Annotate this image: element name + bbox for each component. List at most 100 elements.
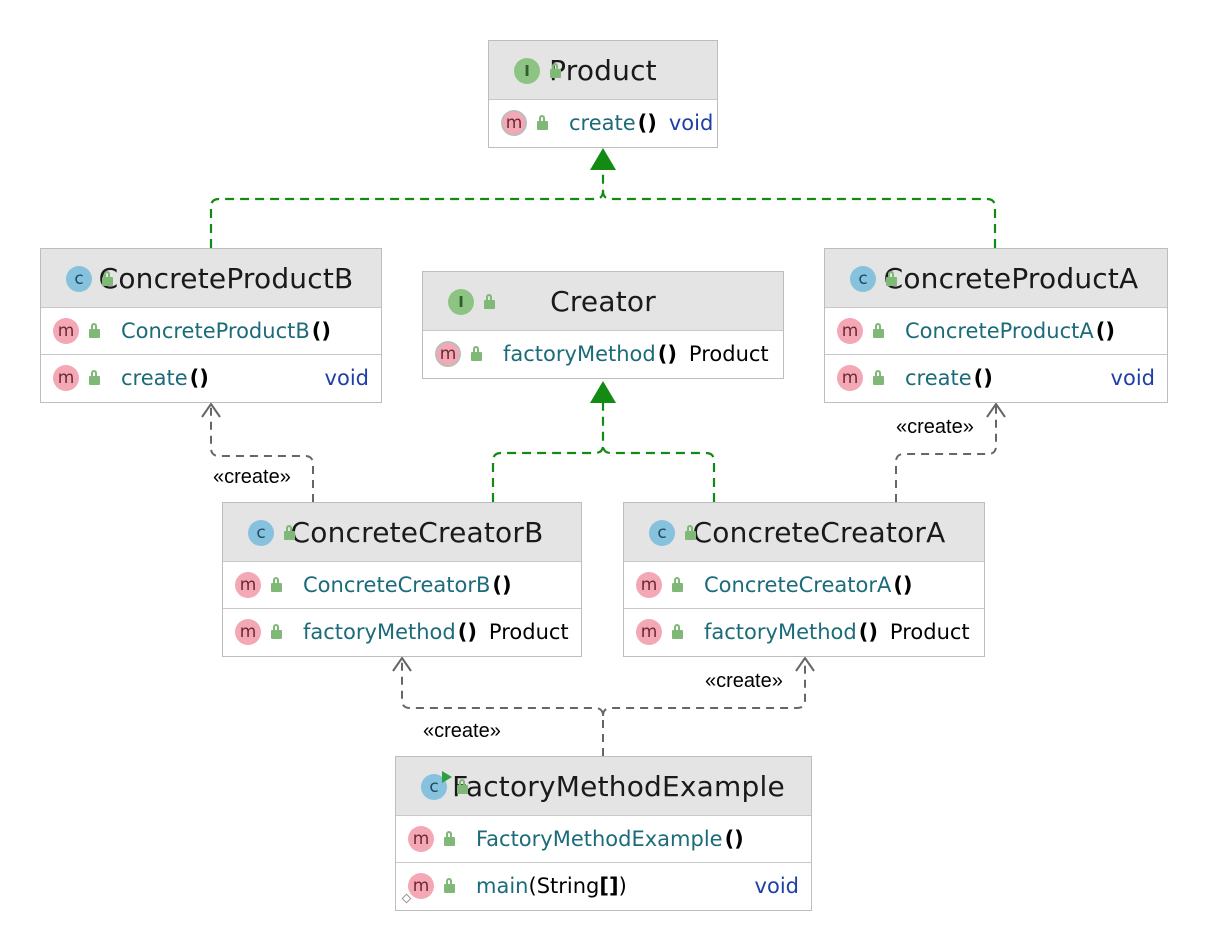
stereotype-label-create-b: «create» bbox=[213, 466, 291, 488]
method-icon: m bbox=[837, 318, 863, 344]
class-name: Product bbox=[549, 53, 657, 87]
method-row[interactable]: m main(String[])void bbox=[396, 862, 811, 908]
edge-concreteproductb-implements-product bbox=[209, 170, 605, 248]
concretecreatorb-class-box[interactable]: c ConcreteCreatorB m ConcreteCreatorB() … bbox=[222, 502, 582, 657]
stereotype-label-create-main-b: «create» bbox=[423, 720, 501, 742]
edge-concretecreatorb-implements-creator bbox=[491, 403, 605, 502]
method-icon: m bbox=[837, 365, 863, 391]
parameter-type: String bbox=[536, 873, 600, 898]
public-lock-icon bbox=[683, 525, 697, 541]
class-icon: c bbox=[66, 266, 92, 292]
class-icon: c bbox=[649, 520, 675, 546]
box-header: I Creator bbox=[423, 272, 783, 331]
constructor-row[interactable]: m ConcreteProductA() bbox=[825, 308, 1167, 354]
method-row[interactable]: m create()void bbox=[489, 100, 717, 146]
return-type: Product bbox=[889, 619, 970, 644]
method-name: ConcreteCreatorA bbox=[704, 573, 892, 597]
method-parens: () bbox=[858, 619, 878, 644]
edge-concretecreatorb-creates-concreteproductb bbox=[210, 404, 314, 502]
factorymethodexample-class-box[interactable]: c FactoryMethodExample m FactoryMethodEx… bbox=[395, 756, 812, 911]
method-name: create bbox=[905, 365, 972, 390]
runnable-class-icon: c bbox=[421, 771, 452, 800]
box-header: I Product bbox=[489, 41, 717, 100]
arrowhead-concretecreatorb bbox=[392, 656, 412, 672]
method-parens: () bbox=[492, 573, 512, 597]
method-name: create bbox=[121, 365, 188, 390]
run-triangle-icon bbox=[442, 771, 452, 783]
method-icon: m bbox=[636, 572, 662, 598]
box-header: c ConcreteCreatorA bbox=[624, 503, 984, 562]
constructor-row[interactable]: m ConcreteProductB() bbox=[41, 308, 381, 354]
class-name: ConcreteProductB bbox=[98, 261, 354, 295]
public-lock-icon bbox=[469, 346, 483, 362]
class-name: ConcreteCreatorB bbox=[290, 515, 544, 549]
public-lock-icon bbox=[670, 624, 684, 640]
method-icon: m bbox=[235, 572, 261, 598]
return-type: void bbox=[754, 873, 799, 898]
constructor-row[interactable]: m FactoryMethodExample() bbox=[396, 816, 811, 862]
arrowhead-concreteproductb bbox=[201, 402, 221, 418]
public-lock-icon bbox=[100, 271, 114, 287]
method-parens: () bbox=[893, 573, 913, 597]
creator-realization-arrowhead bbox=[590, 381, 616, 403]
edge-concretecreatora-implements-creator bbox=[601, 444, 716, 502]
public-lock-icon bbox=[871, 370, 885, 386]
method-name: ConcreteProductA bbox=[905, 319, 1094, 343]
method-name: FactoryMethodExample bbox=[476, 827, 723, 851]
return-type: void bbox=[1110, 365, 1155, 390]
method-row[interactable]: m factoryMethod()Product bbox=[423, 331, 783, 377]
stereotype-label-create-a: «create» bbox=[896, 416, 974, 438]
method-parens: () bbox=[457, 619, 477, 644]
arrowhead-concreteproducta bbox=[986, 402, 1006, 418]
array-brackets: [] bbox=[599, 873, 619, 898]
method-name: main bbox=[476, 873, 529, 898]
method-parens: () bbox=[189, 365, 209, 390]
method-icon: m bbox=[636, 619, 662, 645]
method-icon: m bbox=[235, 619, 261, 645]
class-name: FactoryMethodExample bbox=[452, 769, 785, 803]
abstract-method-icon: m bbox=[501, 110, 527, 136]
method-row[interactable]: m factoryMethod()Product bbox=[624, 608, 984, 654]
method-row[interactable]: m create() void bbox=[825, 354, 1167, 400]
box-header: c ConcreteCreatorB bbox=[223, 503, 581, 562]
method-parens: () bbox=[973, 365, 993, 390]
public-lock-icon bbox=[884, 271, 898, 287]
method-parens: () bbox=[1095, 319, 1115, 343]
public-lock-icon bbox=[670, 577, 684, 593]
return-type: Product bbox=[488, 619, 569, 644]
public-lock-icon bbox=[269, 577, 283, 593]
method-row[interactable]: m factoryMethod()Product bbox=[223, 608, 581, 654]
method-icon: m bbox=[53, 318, 79, 344]
constructor-row[interactable]: m ConcreteCreatorA() bbox=[624, 562, 984, 608]
method-name: ConcreteProductB bbox=[121, 319, 310, 343]
class-icon: c bbox=[248, 520, 274, 546]
method-row[interactable]: m create()void bbox=[41, 354, 381, 400]
concretecreatora-class-box[interactable]: c ConcreteCreatorA m ConcreteCreatorA() … bbox=[623, 502, 985, 657]
product-interface-box[interactable]: I Product m create()void bbox=[488, 40, 718, 148]
concreteproductb-class-box[interactable]: c ConcreteProductB m ConcreteProductB() … bbox=[40, 248, 382, 403]
arrowhead-concretecreatora bbox=[795, 656, 815, 672]
edge-concreteproducta-implements-product bbox=[601, 190, 997, 248]
class-name: Creator bbox=[550, 284, 656, 318]
method-parens: () bbox=[637, 111, 657, 135]
return-type: void bbox=[324, 365, 369, 390]
interface-icon: I bbox=[514, 58, 540, 84]
public-lock-icon bbox=[482, 294, 496, 310]
class-name: ConcreteProductA bbox=[883, 261, 1139, 295]
public-lock-icon bbox=[87, 370, 101, 386]
paren-open: ( bbox=[528, 873, 537, 898]
method-name: create bbox=[569, 111, 636, 135]
constructor-row[interactable]: m ConcreteCreatorB() bbox=[223, 562, 581, 608]
return-type: Product bbox=[688, 342, 769, 366]
public-lock-icon bbox=[269, 624, 283, 640]
interface-icon: I bbox=[448, 289, 474, 315]
method-parens: () bbox=[657, 342, 677, 366]
class-icon: c bbox=[850, 266, 876, 292]
creator-interface-box[interactable]: I Creator m factoryMethod()Product bbox=[422, 271, 784, 379]
public-lock-icon bbox=[442, 831, 456, 847]
product-realization-arrowhead bbox=[590, 148, 616, 170]
public-lock-icon bbox=[87, 323, 101, 339]
concreteproducta-class-box[interactable]: c ConcreteProductA m ConcreteProductA() … bbox=[824, 248, 1168, 403]
public-lock-icon bbox=[535, 115, 549, 131]
